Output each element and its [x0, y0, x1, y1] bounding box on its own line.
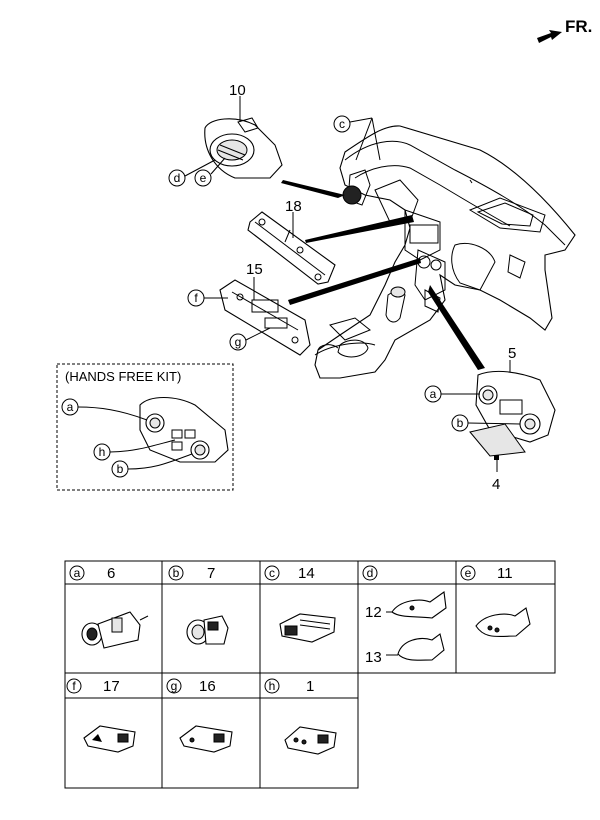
svg-text:c: c [339, 117, 345, 131]
callout-10: 10 [229, 82, 246, 99]
hfk-callout-h: h [93, 443, 111, 461]
svg-text:4: 4 [492, 476, 500, 493]
svg-text:14: 14 [298, 565, 315, 582]
svg-text:15: 15 [246, 261, 263, 278]
legend-cell-a: a 6 [69, 565, 149, 649]
svg-text:6: 6 [107, 565, 115, 582]
legend-cell-d: d 12 13 [362, 565, 447, 666]
callout-b-right: b [451, 414, 521, 432]
part-13-vent-icon [386, 633, 445, 661]
callout-e: e [184, 157, 226, 187]
svg-text:18: 18 [285, 198, 302, 215]
leader-wedges [281, 180, 485, 370]
svg-text:7: 7 [207, 565, 215, 582]
part-4-cover-drawing [469, 423, 526, 472]
hands-free-kit-box: (HANDS FREE KIT) [56, 363, 234, 491]
legend-cell-h: h 1 [264, 678, 337, 755]
svg-text:16: 16 [199, 678, 216, 695]
part-17-switch-icon [83, 725, 136, 753]
part-14-switch-icon [279, 613, 336, 643]
part-7-socket-icon [186, 615, 229, 645]
svg-text:b: b [117, 462, 124, 476]
svg-text:g: g [235, 335, 242, 349]
hfk-callout-a: a [61, 398, 79, 416]
legend-cell-e: e 11 [460, 565, 531, 638]
part-18-trim-drawing [247, 211, 336, 285]
svg-text:b: b [173, 566, 180, 580]
svg-text:13: 13 [365, 649, 382, 666]
hfk-callout-b: b [111, 460, 129, 478]
callout-f: f [187, 289, 228, 307]
part-15-switch-panel-drawing [219, 277, 311, 356]
svg-text:f: f [72, 679, 76, 693]
legend-cell-g: g 16 [166, 678, 233, 753]
svg-text:1: 1 [306, 678, 314, 695]
svg-text:12: 12 [365, 604, 382, 621]
svg-text:17: 17 [103, 678, 120, 695]
part-5-center-panel-drawing [475, 360, 556, 443]
svg-text:a: a [67, 400, 74, 414]
svg-text:g: g [171, 679, 178, 693]
legend-cell-f: f 17 [66, 678, 136, 753]
svg-text:h: h [269, 679, 276, 693]
callout-d: d [168, 169, 186, 187]
part-11-vent-icon [475, 607, 531, 638]
callout-18: 18 [285, 198, 302, 215]
part-6-switch-icon [81, 611, 149, 649]
callout-g: g [229, 327, 271, 351]
svg-text:11: 11 [497, 565, 513, 582]
svg-text:b: b [457, 416, 464, 430]
callout-5: 5 [508, 345, 516, 362]
svg-text:e: e [465, 566, 472, 580]
part-1-switch-icon [284, 726, 337, 755]
svg-text:c: c [269, 566, 275, 580]
svg-text:f: f [194, 291, 198, 305]
part-16-switch-icon [179, 725, 233, 753]
svg-text:d: d [174, 171, 181, 185]
part-12-vent-icon [386, 591, 447, 619]
front-arrow-icon [537, 30, 562, 43]
legend-cell-c: c 14 [264, 565, 336, 643]
svg-text:h: h [99, 445, 106, 459]
svg-text:5: 5 [508, 345, 516, 362]
legend-cell-b: b 7 [168, 565, 229, 645]
part-10-air-vent-drawing [204, 96, 283, 179]
svg-text:d: d [367, 566, 374, 580]
callout-15: 15 [246, 261, 263, 278]
svg-text:(HANDS FREE KIT): (HANDS FREE KIT) [65, 369, 181, 384]
svg-text:a: a [74, 566, 81, 580]
front-direction-indicator: FR. [537, 17, 592, 43]
callout-c: c [333, 115, 381, 161]
parts-legend-table [64, 560, 556, 789]
front-label: FR. [565, 17, 592, 36]
svg-text:e: e [200, 171, 207, 185]
instrument-panel-drawing [314, 125, 576, 379]
svg-text:a: a [430, 387, 437, 401]
callout-a-right: a [424, 385, 480, 403]
svg-text:10: 10 [229, 82, 246, 99]
callout-4: 4 [492, 476, 500, 493]
